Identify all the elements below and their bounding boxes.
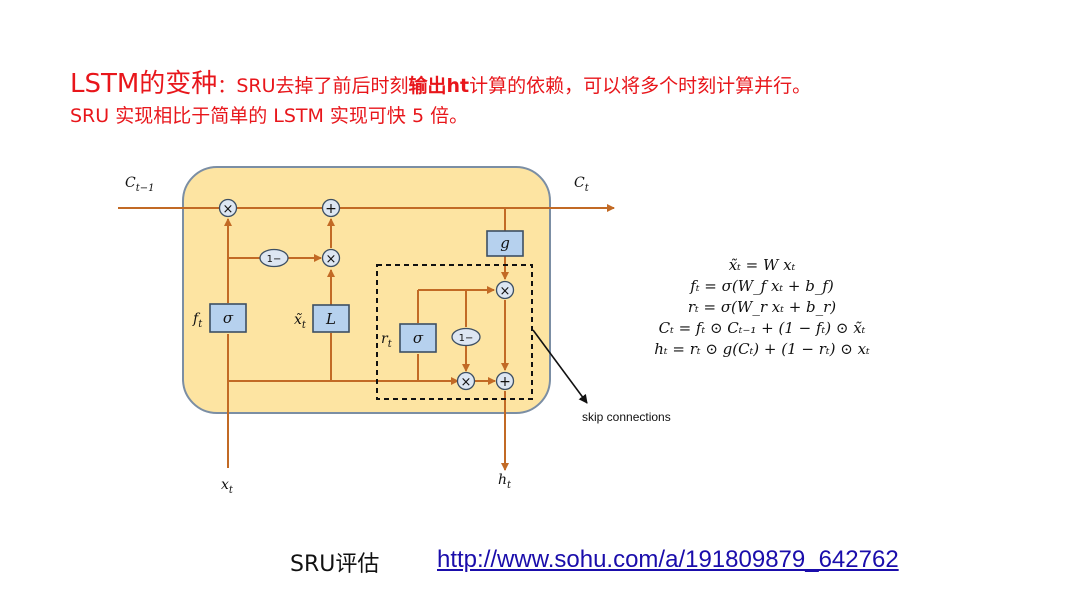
equation-xtilde: x̃ₜ = W xₜ [729,256,796,274]
gate-sigma-f: σ [209,303,247,333]
footer-label: SRU评估 [290,552,380,577]
cell-body [182,166,551,414]
title-separator: ： [217,75,237,97]
title-heading: LSTM的变种 [70,69,218,99]
gate-sigma-r: σ [399,323,437,353]
gate-sigma-f-symbol: σ [223,309,234,327]
label-x-tilde: x̃t [294,312,307,331]
equation-f: fₜ = σ(W_f xₜ + b_f) [689,277,834,295]
gate-sigma-r-symbol: σ [413,329,424,347]
skip-connections-label: skip connections [582,410,671,424]
label-x-in: xt [221,477,234,496]
one-minus-op-f: 1− [259,248,289,268]
one-minus-op-r: 1− [451,327,481,347]
mult-op-x: × [456,371,476,391]
mult-op-x-symbol: × [461,375,472,390]
add-op-ct: + [321,198,341,218]
slide-title: LSTM的变种：SRU去掉了前后时刻输出ht计算的依赖，可以将多个时刻计算并行。 [70,62,811,100]
one-minus-op-r-symbol: 1− [459,333,474,344]
mult-op-ct-symbol: × [223,202,234,217]
gate-linear-symbol: L [325,310,336,328]
label-c-prev: Ct−1 [125,175,154,194]
mult-op-xtilde-symbol: × [326,252,337,267]
equation-c: Cₜ = fₜ ⊙ Cₜ₋₁ + (1 − fₜ) ⊙ x̃ₜ [659,319,866,337]
mult-op-g-symbol: × [500,284,511,299]
slide-subtitle: SRU 实现相比于简单的 LSTM 实现可快 5 倍。 [70,105,469,127]
gate-g-symbol: g [500,234,510,252]
mult-op-xtilde: × [321,248,341,268]
equation-r: rₜ = σ(W_r xₜ + b_r) [688,298,836,316]
mult-op-g: × [495,280,515,300]
skip-arrow [532,329,588,404]
title-desc-part2: 计算的依赖，可以将多个时刻计算并行。 [469,75,812,97]
label-f: ft [192,311,203,330]
label-h-out: ht [498,472,512,491]
add-op-h: + [495,371,515,391]
footer-link[interactable]: http://www.sohu.com/a/191809879_642762 [437,546,899,573]
sru-diagram: skip connections × + × 1− × 1− × + σ L [118,166,870,496]
title-desc-part1: SRU去掉了前后时刻 [236,75,409,97]
mult-op-ct: × [218,198,238,218]
wires [118,204,615,471]
label-r: rt [381,331,393,350]
gate-g: g [486,230,524,257]
one-minus-op-f-symbol: 1− [267,254,282,265]
add-op-ct-symbol: + [325,201,337,217]
title-desc-bold: 输出ht [408,75,470,97]
gate-linear: L [312,304,350,333]
equation-h: hₜ = rₜ ⊙ g(Cₜ) + (1 − rₜ) ⊙ xₜ [654,340,870,358]
add-op-h-symbol: + [499,374,511,390]
label-c-cur: Ct [574,175,590,194]
